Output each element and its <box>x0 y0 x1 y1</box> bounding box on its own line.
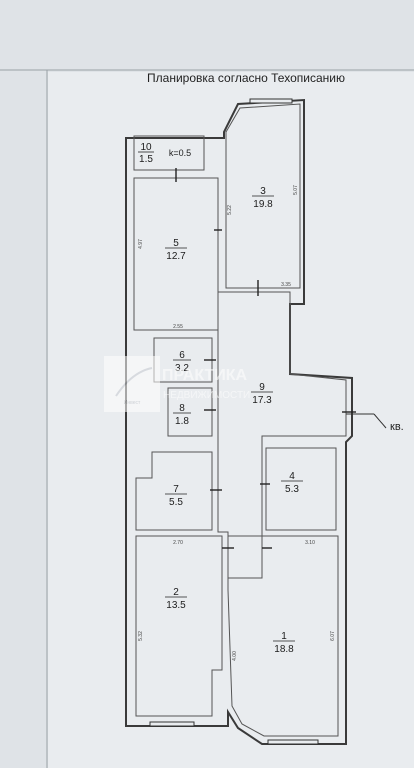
room-4 <box>265 447 337 531</box>
dim-room-3-width: 3.35 <box>281 282 291 288</box>
dim-room-2-height: 5.32 <box>138 631 144 641</box>
room-1-area: 18.8 <box>274 644 294 655</box>
dim-room-3-right: 5.07 <box>293 185 299 195</box>
room-1 <box>227 535 339 737</box>
door-marks <box>175 168 356 549</box>
watermark-sub: НЕДВИЖИМОСТИ <box>163 390 250 401</box>
room-7-number: 7 <box>173 484 179 495</box>
room-2-area: 13.5 <box>166 600 186 611</box>
dim-room-1-width: 3.10 <box>305 540 315 546</box>
room-5-area: 12.7 <box>166 251 186 262</box>
watermark-logo <box>104 356 160 412</box>
room-labels: 10 1.5 k=0.5 3 19.8 5 12.7 6 3.2 8 1.8 9… <box>138 142 303 655</box>
room-8-area: 1.8 <box>175 416 189 427</box>
window-room-2 <box>149 721 195 727</box>
room-6-number: 6 <box>179 350 185 361</box>
dim-room-5-height: 4.97 <box>138 239 144 249</box>
room-10 <box>133 135 205 171</box>
outer-walls <box>125 98 353 745</box>
room-8 <box>167 387 213 437</box>
room-3-number: 3 <box>260 186 266 197</box>
room-9-area: 17.3 <box>252 395 272 406</box>
room-6-area: 3.2 <box>175 363 189 374</box>
window-room-3 <box>249 98 293 104</box>
room-9-number: 9 <box>259 382 265 393</box>
dim-room-1-left: 4.00 <box>232 651 238 661</box>
window-room-1 <box>267 739 319 745</box>
room-9 <box>217 291 347 579</box>
room-3-area: 19.8 <box>253 199 273 210</box>
dim-room-3-left: 5.22 <box>227 205 233 215</box>
callout-leader <box>373 413 387 429</box>
plan-title: Планировка согласно Техописанию <box>147 71 345 85</box>
watermark: Инвест ПРАКТИКА НЕДВИЖИМОСТИ <box>104 356 250 412</box>
watermark-mark: Инвест <box>124 400 141 406</box>
room-4-number: 4 <box>289 471 295 482</box>
room-10-coefficient: k=0.5 <box>169 148 191 158</box>
room-10-number: 10 <box>140 142 152 153</box>
room-1-number: 1 <box>281 631 287 642</box>
dim-room-2-width: 2.70 <box>173 540 183 546</box>
callout-label: кв. <box>390 421 404 433</box>
room-3 <box>225 103 301 289</box>
room-7-area: 5.5 <box>169 497 183 508</box>
room-2-number: 2 <box>173 587 179 598</box>
room-8-number: 8 <box>179 403 185 414</box>
dimension-labels: 2.55 4.97 5.22 5.07 3.35 2.70 5.32 3.10 … <box>138 185 336 661</box>
room-10-area: 1.5 <box>139 154 153 165</box>
room-4-area: 5.3 <box>285 484 299 495</box>
room-7 <box>135 451 213 531</box>
dim-room-5-width: 2.55 <box>173 324 183 330</box>
room-2 <box>135 535 223 717</box>
watermark-brand: ПРАКТИКА <box>162 367 248 384</box>
dim-room-1-right: 6.07 <box>330 631 336 641</box>
room-5-number: 5 <box>173 238 179 249</box>
